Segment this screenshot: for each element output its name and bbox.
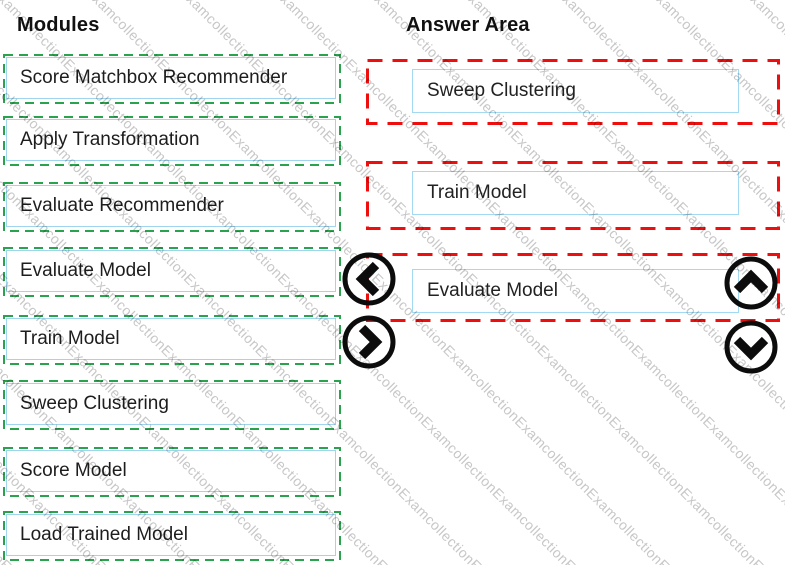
move-right-button[interactable] xyxy=(340,313,398,371)
answer-slot-3-value[interactable]: Evaluate Model xyxy=(412,269,739,313)
answer-slot-1: Sweep Clustering xyxy=(366,59,780,125)
module-item-apply-transformation[interactable]: Apply Transformation xyxy=(3,116,341,166)
module-label: Score Matchbox Recommender xyxy=(20,67,288,88)
chevron-down-icon xyxy=(724,320,778,374)
answer-slot-2-value[interactable]: Train Model xyxy=(412,171,739,215)
module-item-load-trained-model[interactable]: Load Trained Model xyxy=(3,511,341,561)
chevron-left-icon xyxy=(342,252,396,306)
answer-area-title: Answer Area xyxy=(406,14,530,36)
chevron-right-icon xyxy=(342,315,396,369)
module-item-score-model[interactable]: Score Model xyxy=(3,447,341,497)
answer-slot-3: Evaluate Model xyxy=(366,253,780,322)
move-left-button[interactable] xyxy=(340,250,398,308)
module-label: Evaluate Recommender xyxy=(20,195,224,216)
answer-slot-2: Train Model xyxy=(366,161,780,230)
module-label: Train Model xyxy=(20,328,120,349)
module-item-evaluate-model[interactable]: Evaluate Model xyxy=(3,247,341,297)
module-item-evaluate-recommender[interactable]: Evaluate Recommender xyxy=(3,182,341,232)
answer-slot-1-value[interactable]: Sweep Clustering xyxy=(412,69,739,113)
module-item-train-model[interactable]: Train Model xyxy=(3,315,341,365)
module-label: Apply Transformation xyxy=(20,129,200,150)
module-label: Sweep Clustering xyxy=(20,393,169,414)
answer-slot-label: Evaluate Model xyxy=(427,280,558,301)
answer-slot-label: Train Model xyxy=(427,182,527,203)
move-up-button[interactable] xyxy=(722,254,780,312)
module-label: Load Trained Model xyxy=(20,524,188,545)
modules-column-title: Modules xyxy=(17,14,100,36)
module-label: Evaluate Model xyxy=(20,260,151,281)
answer-slot-label: Sweep Clustering xyxy=(427,80,576,101)
module-label: Score Model xyxy=(20,460,127,481)
module-item-score-matchbox-recommender[interactable]: Score Matchbox Recommender xyxy=(3,54,341,104)
move-down-button[interactable] xyxy=(722,318,780,376)
chevron-up-icon xyxy=(724,256,778,310)
module-item-sweep-clustering[interactable]: Sweep Clustering xyxy=(3,380,341,430)
